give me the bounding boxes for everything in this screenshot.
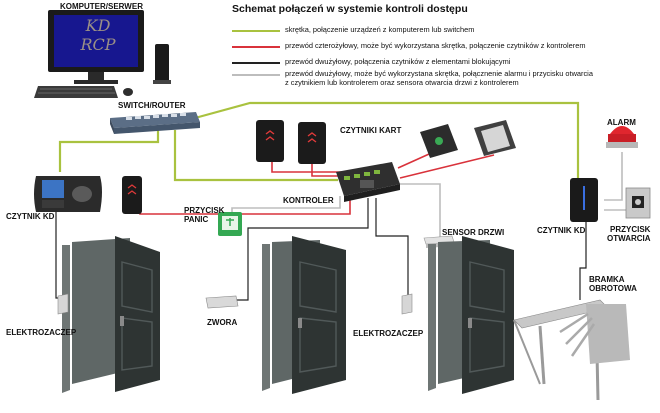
label-alarm: ALARM [607, 118, 636, 127]
pc-tower-icon [155, 44, 169, 82]
maglock [205, 295, 239, 309]
label-reader-kd-right: CZYTNIK KD [537, 226, 586, 235]
label-computer: KOMPUTER/SERWER [60, 2, 143, 11]
legend-swatch-aux [232, 74, 280, 76]
legend-item-network: skrętka, połączenie urządzeń z komputere… [285, 25, 475, 34]
card-reader-1 [256, 120, 284, 162]
label-controller: KONTROLER [283, 196, 334, 205]
door-right [428, 236, 514, 394]
card-reader-small-left [122, 176, 142, 214]
open-button [625, 187, 651, 219]
legend-swatch-two-wire [232, 62, 280, 64]
label-panic-1: PRZYCISK [184, 206, 225, 215]
door-middle [262, 236, 346, 394]
card-reader-2 [298, 122, 326, 164]
label-open-button-1: PRZYCISK [610, 225, 651, 234]
label-strike-left: ELEKTROZACZEP [6, 328, 77, 337]
mouse-icon [123, 88, 133, 96]
network-wires [58, 101, 580, 184]
panic-button [218, 212, 242, 236]
label-open-button-2: OTWARCIA [607, 234, 651, 243]
terminal-screen [42, 180, 64, 198]
monitor-text-kd: KD [85, 16, 111, 35]
computer-server [34, 10, 171, 98]
legend-swatch-network [232, 30, 280, 32]
legend-item-four-wire: przewód czterożyłowy, może być wykorzyst… [285, 41, 586, 50]
door-left [62, 236, 160, 393]
label-panic-2: PANIC [184, 215, 209, 224]
label-reader-kd-left: CZYTNIK KD [6, 212, 55, 221]
label-turnstile-1: BRAMKA [589, 275, 625, 284]
turnstile [513, 299, 630, 401]
label-switch: SWITCH/ROUTER [118, 101, 186, 110]
legend-item-aux-line1: przewód dwużyłowy, może być wykorzystana… [285, 69, 593, 78]
monitor-text-rcp: RCP [80, 35, 116, 54]
legend-item-aux-line2: z czytnikiem lub kontrolerem oraz sensor… [285, 78, 519, 87]
electric-strike-right [401, 293, 413, 315]
alarm-siren [606, 126, 638, 148]
label-strike-right: ELEKTROZACZEP [353, 329, 424, 338]
switch-router [110, 112, 200, 134]
card-readers [256, 120, 516, 164]
legend-swatch-four-wire [232, 46, 280, 48]
electric-strike-left [57, 293, 69, 315]
label-door-sensor: SENSOR DRZWI [442, 228, 505, 237]
diagram-title: Schemat połączeń w systemie kontroli dos… [232, 3, 468, 15]
reader-kd-right [570, 178, 598, 222]
controller-board [336, 162, 400, 202]
legend-item-two-wire: przewód dwużyłowy, połączenia czytników … [285, 57, 511, 66]
label-maglock: ZWORA [207, 318, 238, 327]
reader-terminal-left [34, 176, 102, 212]
monitor-screen [54, 15, 138, 67]
keyboard-icon [34, 86, 118, 98]
label-card-readers: CZYTNIKI KART [340, 126, 402, 135]
fingerprint-icon [72, 186, 92, 202]
label-turnstile-2: OBROTOWA [589, 284, 637, 293]
